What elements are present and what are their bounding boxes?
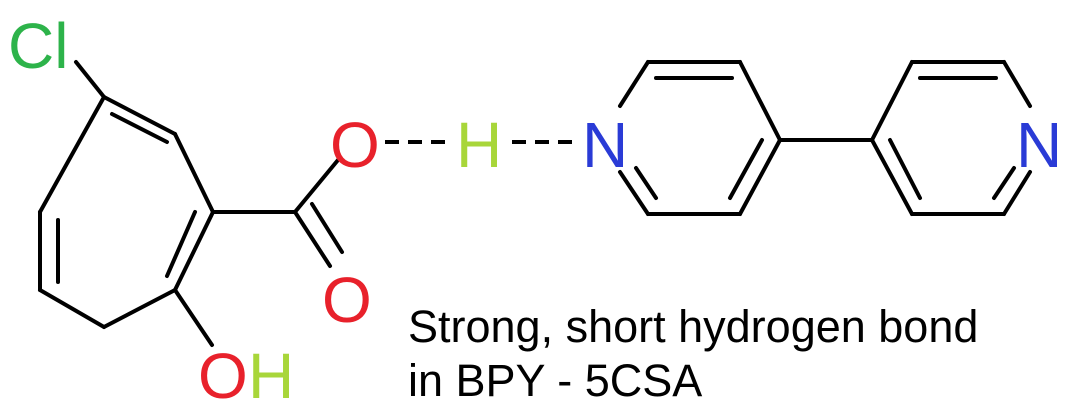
carboxyl-group (293, 158, 344, 268)
chlorine-atom-label: Cl (8, 10, 68, 82)
pyridine-nitrogen-1-label: N (582, 109, 628, 181)
hydroxyl-oxygen-label: O (198, 340, 248, 410)
acid-oxygen-label: O (330, 109, 380, 181)
pyridine-ring-1 (618, 60, 782, 216)
pyridine-nitrogen-2-label: N (1016, 109, 1062, 181)
bond-c-cl (74, 60, 106, 99)
hydroxyl-hydrogen-label: H (248, 340, 294, 410)
carbonyl-oxygen-label: O (322, 264, 372, 336)
bond-c-oh (173, 288, 214, 347)
caption-line-1: Strong, short hydrogen bond (408, 301, 978, 352)
pyridine-ring-2 (870, 60, 1032, 216)
benzene-ring (38, 95, 215, 329)
caption-line-2: in BPY - 5CSA (408, 355, 702, 406)
shared-hydrogen-label: H (456, 109, 502, 181)
